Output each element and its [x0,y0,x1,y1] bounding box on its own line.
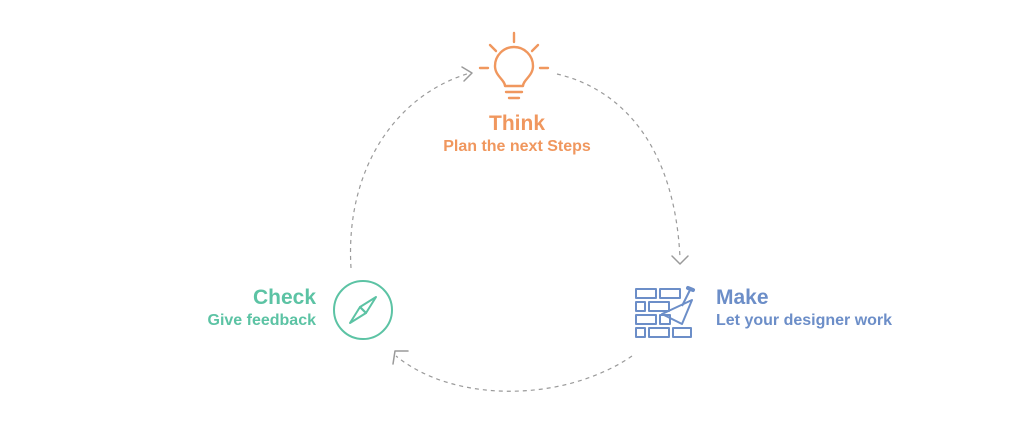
check-title: Check [252,286,316,309]
arrowhead-think [461,66,473,82]
think-subtitle: Plan the next Steps [443,138,591,155]
arrow-think-to-make [556,73,681,259]
brick-wall-trowel-icon [635,286,695,338]
check-subtitle: Give feedback [207,312,317,329]
arrow-check-to-think [349,72,471,269]
compass-icon [333,280,393,340]
make-title: Make [716,286,769,309]
make-subtitle: Let your designer work [716,312,893,329]
arrowhead-make [671,255,689,265]
arrowhead-check [392,350,409,365]
think-title: Think [489,112,545,135]
lightbulb-icon [478,31,550,100]
arrow-make-to-check [395,355,633,392]
arrowheads [392,66,689,365]
cycle-arrows [349,72,681,392]
